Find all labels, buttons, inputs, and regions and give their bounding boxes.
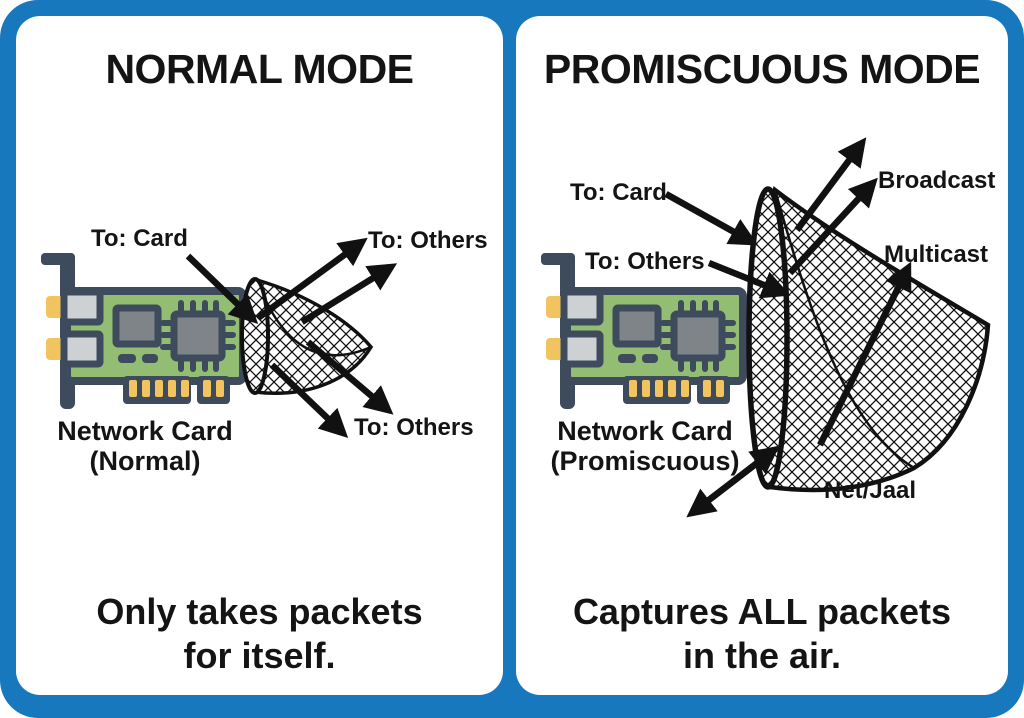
arrow-to-card <box>664 191 759 246</box>
arrow-caught-up <box>794 137 867 232</box>
label-multicast: Multicast <box>884 241 989 268</box>
caption-line1: Only takes packets <box>96 591 423 632</box>
caption-line1: Captures ALL packets <box>572 591 952 632</box>
arrow-to-others-down-1 <box>305 339 394 415</box>
arrow-to-card <box>185 253 259 324</box>
arrow-out-net-bottom <box>686 447 776 518</box>
arrow-broadcast <box>787 177 878 276</box>
label-to-card: To: Card <box>570 179 667 206</box>
promiscuous-mode-diagram <box>516 137 991 518</box>
panel-caption: Only takes packets for itself. <box>16 590 503 678</box>
arrow-multicast <box>817 261 912 447</box>
card-caption-name: Network Card <box>557 416 733 446</box>
label-net-jaal: Net/Jaal <box>824 477 917 504</box>
card-caption-mode: (Normal) <box>89 446 201 477</box>
caption-line2: for itself. <box>183 634 336 676</box>
arrow-to-others <box>707 259 791 299</box>
big-net-icon <box>746 186 991 493</box>
arrow-to-others-up-2 <box>300 263 398 325</box>
caption-line2: in the air. <box>682 634 842 676</box>
panel-title: NORMAL MODE <box>105 46 414 92</box>
normal-mode-diagram <box>16 237 398 438</box>
card-caption-name: Network Card <box>57 416 233 446</box>
arrow-to-others-up-1 <box>256 237 368 321</box>
label-to-others-bottom: To: Others <box>354 414 474 441</box>
label-to-others: To: Others <box>585 248 705 275</box>
panel-title: PROMISCUOUS MODE <box>543 46 981 92</box>
card-caption: Network Card (Normal) <box>40 416 250 476</box>
arrow-to-others-down-2 <box>269 362 349 438</box>
panel-normal-mode: NORMAL MODE To: Card To: Others To: Othe… <box>16 16 503 695</box>
label-to-card: To: Card <box>91 225 188 252</box>
card-caption-mode: (Promiscuous) <box>550 446 740 477</box>
label-to-others-top: To: Others <box>368 227 488 254</box>
panel-caption: Captures ALL packets in the air. <box>516 590 1008 678</box>
label-broadcast: Broadcast <box>878 167 996 194</box>
card-caption: Network Card (Promiscuous) <box>526 416 764 476</box>
panel-promiscuous-mode: PROMISCUOUS MODE To: Card To: Others Bro… <box>516 16 1008 695</box>
network-card-icon <box>541 253 743 409</box>
